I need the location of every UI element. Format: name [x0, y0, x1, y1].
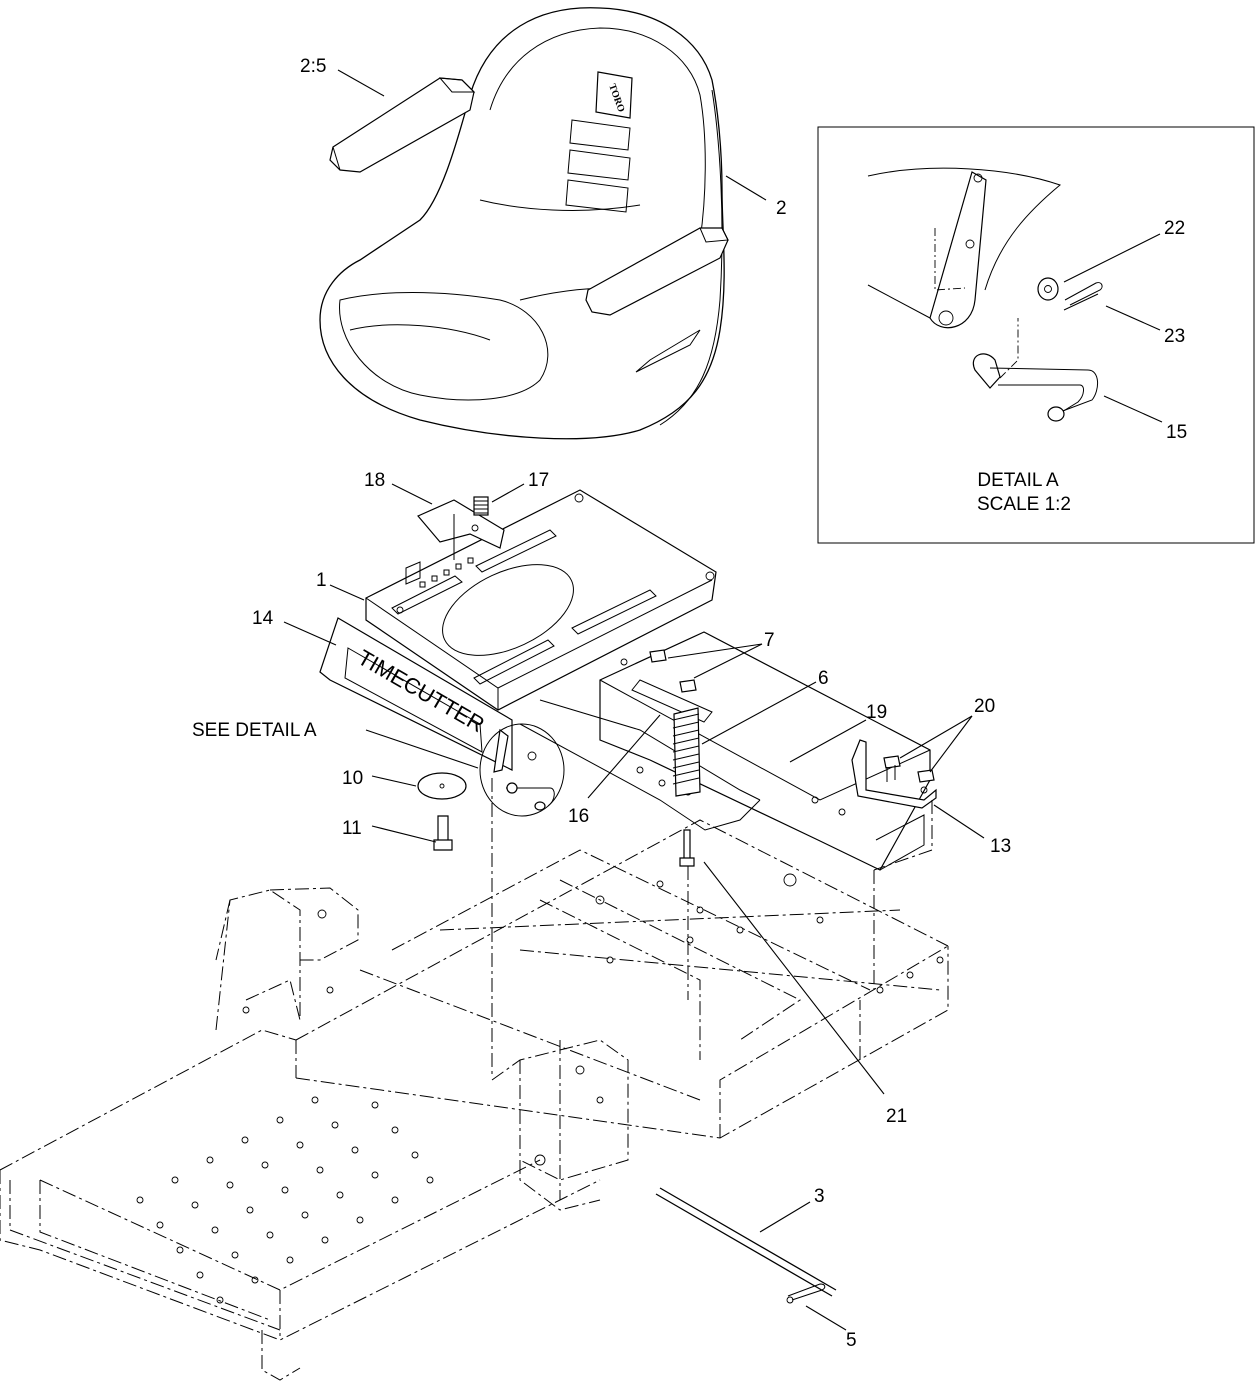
callout-17: 17: [528, 470, 549, 491]
callout-2: 2: [776, 198, 787, 219]
callout-15: 15: [1166, 422, 1187, 443]
nut-7b: [679, 679, 697, 693]
bracket-13: [851, 739, 937, 809]
tilt-latch: [417, 499, 505, 560]
callout-11: 11: [342, 818, 362, 839]
washer-10: [417, 772, 467, 800]
callout-16: 16: [568, 806, 589, 827]
callout-23: 23: [1164, 326, 1185, 347]
callout-18: 18: [364, 470, 385, 491]
bolt-21: [679, 829, 695, 867]
seat-mount-plate: [365, 489, 717, 711]
callout-13: 13: [990, 836, 1011, 857]
spring-6: [672, 707, 701, 797]
bolt-20a: [883, 755, 901, 782]
right-armrest: [585, 227, 729, 316]
detail-a-scale: SCALE 1:2: [977, 494, 1071, 515]
detail-a-title: DETAIL A: [977, 470, 1059, 491]
nut-7a: [649, 649, 667, 663]
callout-3: 3: [814, 1186, 825, 1207]
frame-holes: [242, 873, 944, 1166]
seat: TORO: [319, 7, 729, 440]
assembly-lines: [491, 778, 933, 1075]
callout-19: 19: [866, 702, 887, 723]
detail-a-marker: [479, 723, 565, 817]
callout-1: 1: [316, 570, 327, 591]
see-detail-a-label: SEE DETAIL A: [192, 720, 317, 741]
spring-17: [473, 496, 489, 516]
callout-22: 22: [1164, 218, 1185, 239]
deck-holes: [136, 1096, 434, 1304]
bolt-20b: [917, 769, 935, 783]
callout-10: 10: [342, 768, 363, 789]
bolt-11: [433, 815, 453, 851]
callout-labels: 2:5 2 22 23 15 18 17 1 14 7 6 19 20 SEE …: [192, 56, 1187, 1351]
callout-2-5: 2:5: [300, 56, 326, 77]
left-armrest: [329, 77, 476, 173]
callout-14: 14: [252, 608, 274, 629]
callout-20: 20: [974, 696, 995, 717]
callout-5: 5: [846, 1330, 857, 1351]
callout-7: 7: [764, 630, 775, 651]
callout-6: 6: [818, 668, 829, 689]
chassis-frame: [0, 819, 949, 1381]
detail-a-box: DETAIL A SCALE 1:2: [817, 126, 1255, 544]
leader-lines: [283, 69, 1163, 1331]
callout-21: 21: [886, 1106, 907, 1127]
detail-a-frame: [817, 126, 1255, 544]
